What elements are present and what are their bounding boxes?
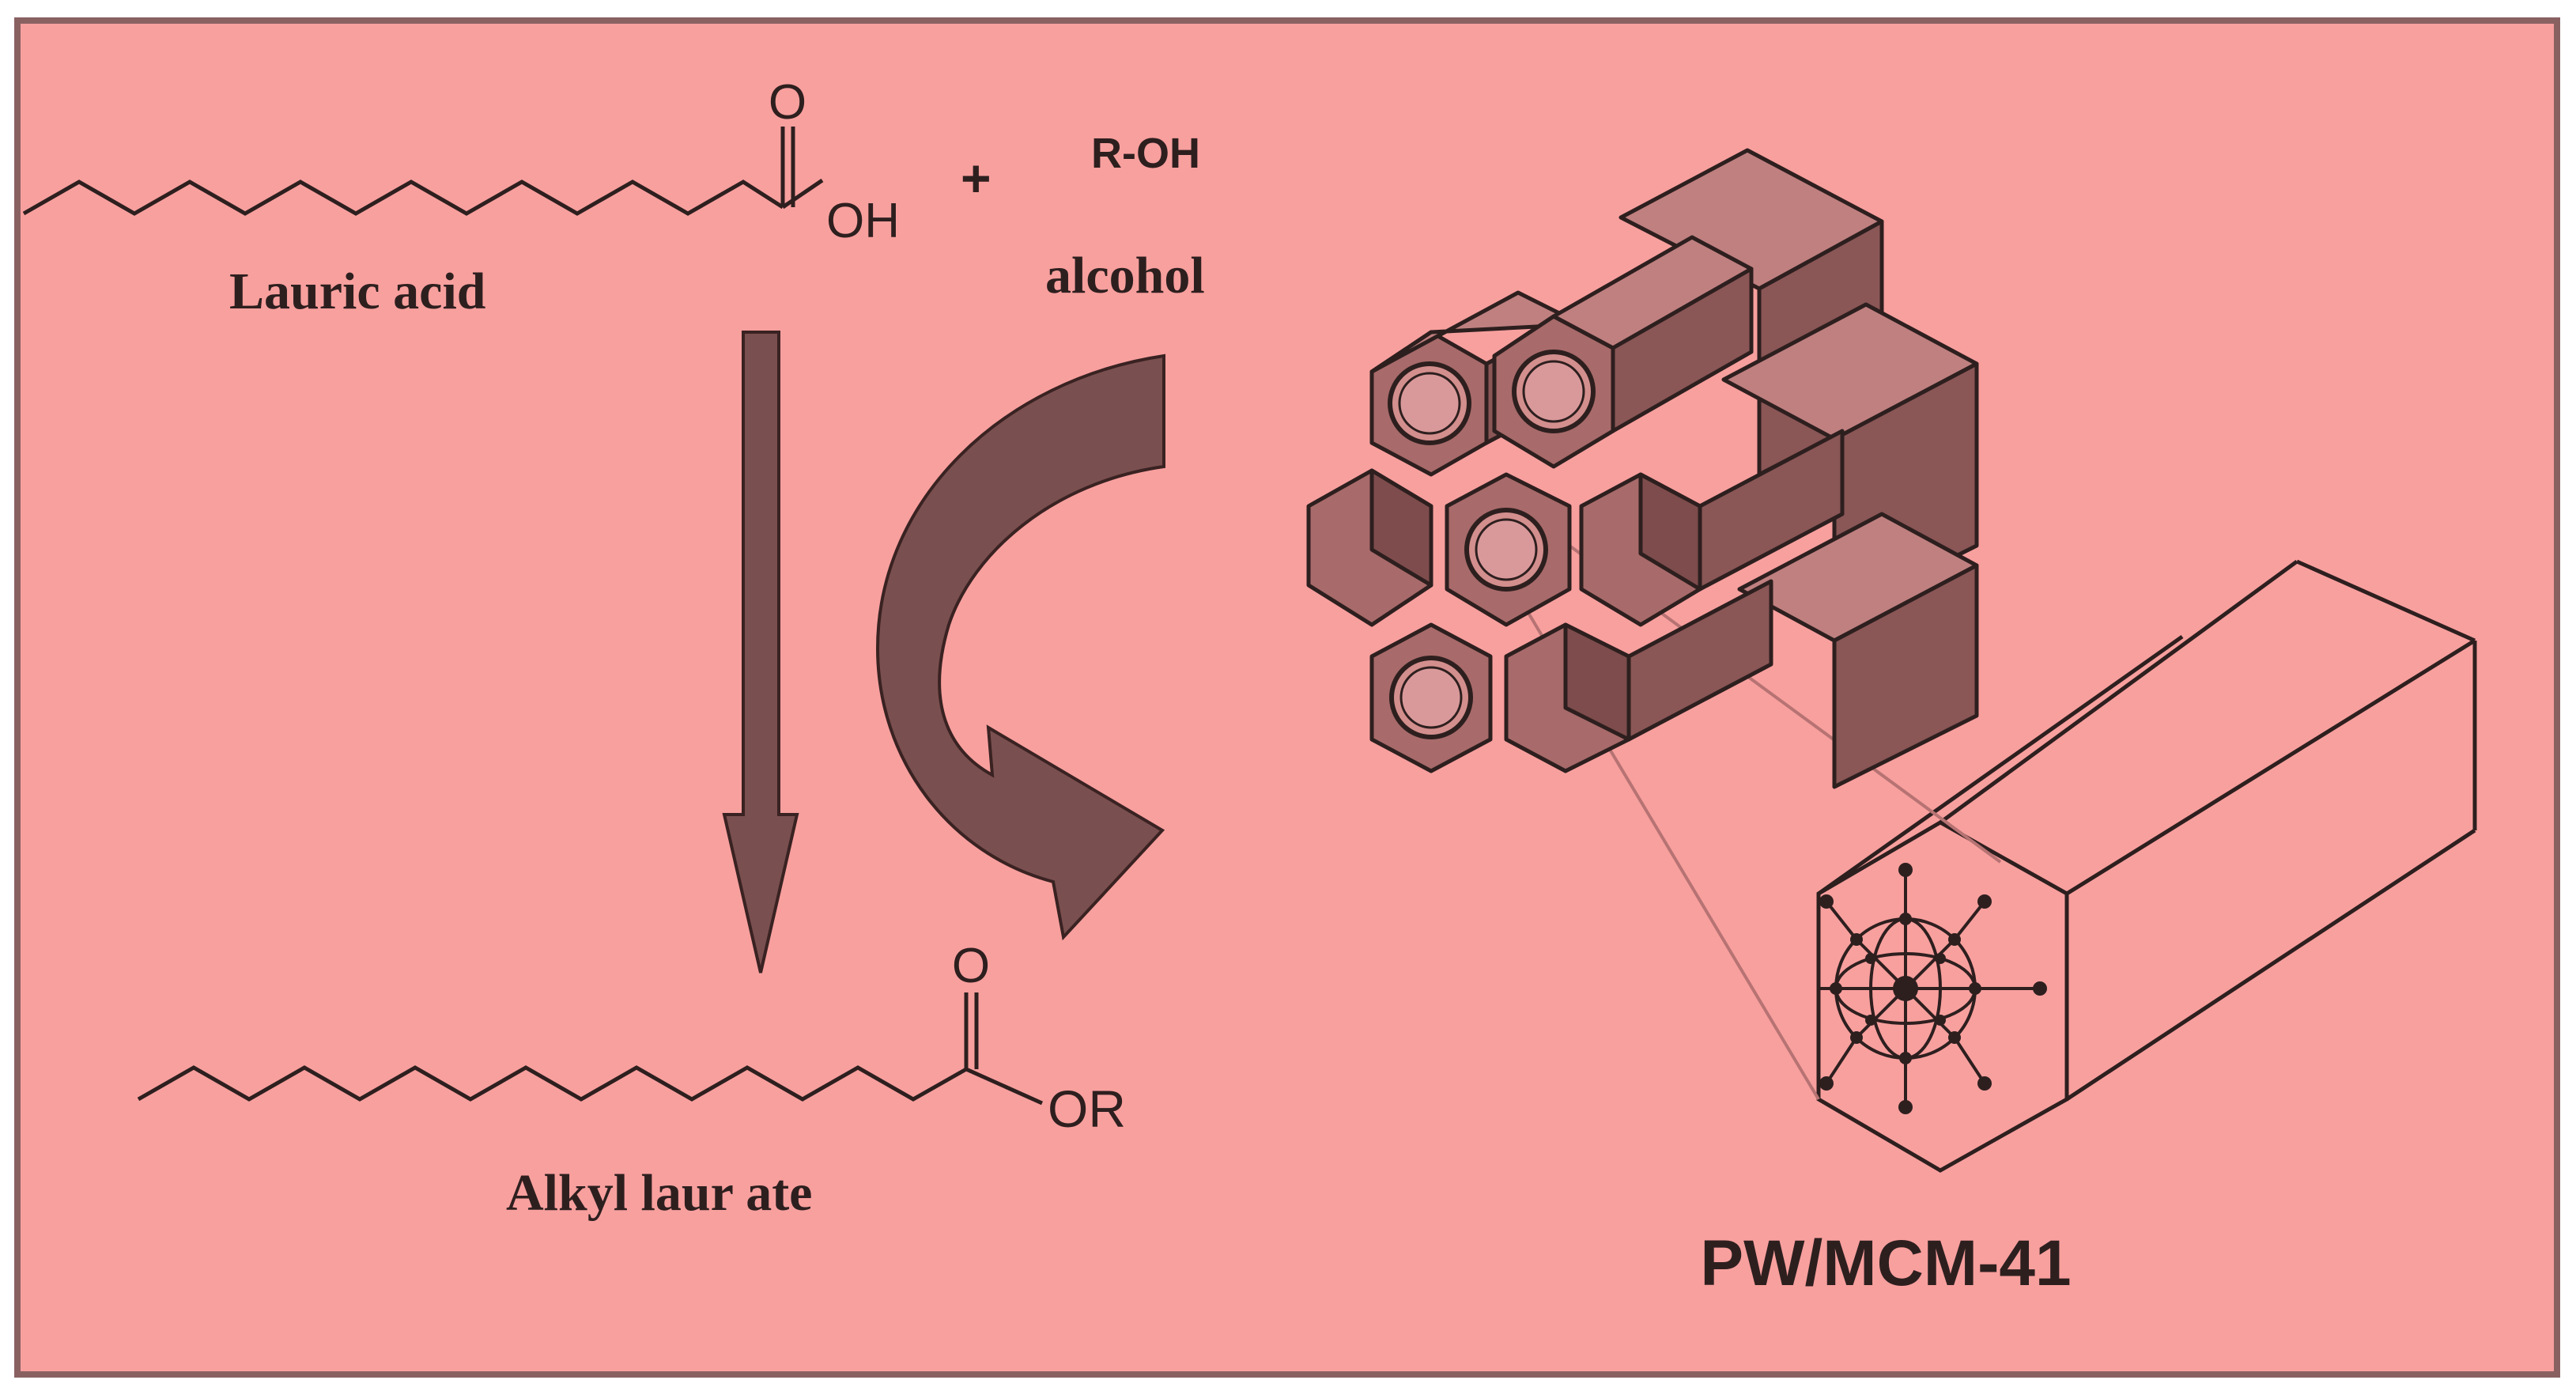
plus-sign: +	[961, 149, 991, 207]
alcohol-label: alcohol	[1045, 247, 1205, 304]
background-panel	[14, 17, 2560, 1378]
lauric-acid-label: Lauric acid	[229, 263, 486, 320]
alcohol-formula-label: R-OH	[1091, 130, 1200, 177]
product-or-label: OR	[1048, 1079, 1126, 1138]
reaction-down-arrow	[722, 331, 799, 973]
alkyl-laurate-chain	[137, 1065, 968, 1102]
catalyst-label: PW/MCM-41	[1700, 1227, 2071, 1299]
lauric-acid-chain	[22, 180, 784, 216]
channel-pores	[1388, 350, 1596, 739]
acid-oh-label: OH	[826, 194, 900, 248]
product-oxygen-label: O	[952, 939, 990, 993]
lauric-acid-carboxyl	[780, 127, 824, 210]
acid-oxygen-label: O	[769, 75, 806, 130]
alkyl-laurate-label: Alkyl laur ate	[506, 1164, 812, 1222]
curved-catalysis-arrow	[875, 353, 1165, 941]
keggin-cluster	[1819, 863, 2047, 1114]
alkyl-laurate-ester-group	[964, 992, 1044, 1106]
